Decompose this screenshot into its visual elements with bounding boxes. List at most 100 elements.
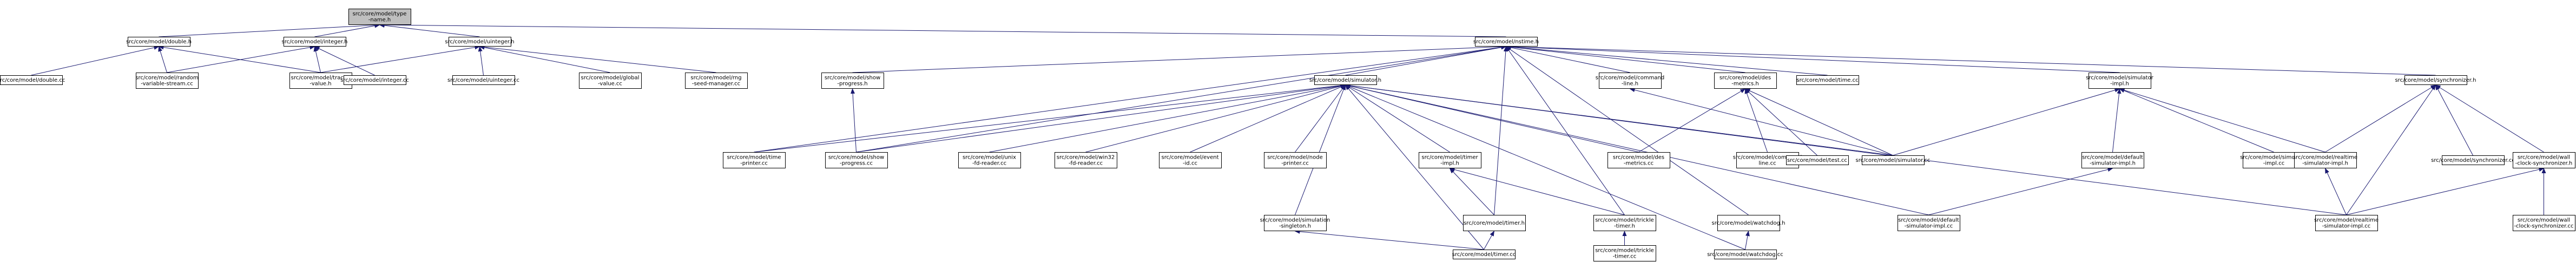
node-label: src/core/model/win32 (1057, 155, 1115, 161)
node-double-h[interactable]: src/core/model/double.h (126, 37, 192, 47)
edge-double-cc-to-double-h (31, 45, 160, 76)
node-timer-impl-h[interactable]: src/core/model/timer-impl.h (1419, 152, 1481, 168)
node-traced-value-h[interactable]: src/core/model/traced-value.h (289, 73, 352, 89)
node-label: -impl.h (2110, 81, 2129, 87)
node-test-cc[interactable]: src/core/model/test.cc (1786, 155, 1849, 165)
node-random-variable-stream-cc[interactable]: src/core/model/random-variable-stream.cc (135, 73, 199, 89)
node-uinteger-cc[interactable]: src/core/model/uinteger.cc (447, 75, 519, 85)
node-integer-h[interactable]: src/core/model/integer.h (282, 37, 348, 47)
node-time-cc[interactable]: src/core/model/time.cc (1796, 75, 1859, 85)
node-uinteger-h[interactable]: src/core/model/uinteger.h (445, 37, 515, 47)
node-label: src/core/model/integer.cc (340, 77, 409, 83)
node-simulator-cc[interactable]: src/core/model/simulator.cc (1856, 155, 1931, 165)
edge-simulator-cc-to-command-line-h (1629, 88, 1893, 156)
edge-time-printer-cc-to-nstime-h (754, 45, 1507, 153)
node-box (1055, 152, 1117, 168)
edge-rng-seed-manager-cc-to-uinteger-h (479, 45, 716, 73)
node-box (825, 152, 888, 168)
node-node-printer-cc[interactable]: src/core/model/node-printer.cc (1264, 152, 1327, 168)
node-box (348, 9, 411, 25)
node-default-simulator-impl-h[interactable]: src/core/model/default-simulator-impl.h (2081, 152, 2144, 168)
node-wall-clock-synchronizer-h[interactable]: src/core/model/wall-clock-synchronizer.h (2513, 152, 2575, 168)
node-timer-cc[interactable]: src/core/model/timer.cc (1452, 250, 1516, 259)
node-box (2513, 215, 2575, 231)
node-label: src/core/model/type (353, 11, 407, 17)
node-label: src/core/model/simulator.h (1309, 77, 1381, 83)
node-global-value-cc[interactable]: src/core/model/global-value.cc (579, 73, 642, 89)
node-wall-clock-synchronizer-cc[interactable]: src/core/model/wall-clock-synchronizer.c… (2513, 215, 2575, 231)
node-des-metrics-h[interactable]: src/core/model/des-metrics.h (1714, 73, 1777, 89)
node-box (1607, 152, 1670, 168)
edge-trickle-timer-h-to-timer-impl-h (1449, 167, 1625, 215)
edge-nstime-h-to-type-name-h (379, 23, 1506, 37)
node-synchronizer-cc[interactable]: src/core/model/synchronizer.cc (2431, 155, 2515, 165)
edge-traced-value-h-to-uinteger-h (320, 45, 480, 73)
node-label: src/core/model/integer.h (282, 39, 348, 45)
node-realtime-simulator-impl-h[interactable]: src/core/model/realtime-simulator-impl.h (2293, 152, 2357, 168)
edge-synchronizer-h-to-nstime-h (1505, 44, 2436, 76)
edge-simulator-h-to-nstime-h (1345, 45, 1507, 76)
node-trickle-timer-cc[interactable]: src/core/model/trickle-timer.cc (1593, 245, 1656, 261)
node-label: -seed-manager.cc (692, 81, 740, 87)
edge-simulation-singleton-h-to-simulator-h (1295, 84, 1346, 215)
node-type-name-h[interactable]: src/core/model/type-name.h (348, 9, 411, 25)
edge-test-cc-to-des-metrics-h (1744, 88, 1817, 156)
node-box (452, 75, 515, 85)
edge-watchdog-cc-to-watchdog-h (1745, 231, 1750, 250)
node-label: src/core/model/default (2082, 155, 2143, 161)
node-label: -progress.h (837, 81, 867, 87)
node-realtime-simulator-impl-cc[interactable]: src/core/model/realtime-simulator-impl.c… (2314, 215, 2379, 231)
edge-synchronizer-cc-to-synchronizer-h (2435, 84, 2473, 156)
node-label: src/core/model/watchdog.cc (1707, 252, 1783, 258)
node-timer-h[interactable]: src/core/model/timer.h (1463, 215, 1526, 231)
edge-random-variable-stream-cc-to-double-h (158, 46, 167, 73)
node-label: src/core/model/simulation (1260, 218, 1330, 224)
node-show-progress-h[interactable]: src/core/model/show-progress.h (821, 73, 884, 89)
node-simulator-impl-h[interactable]: src/core/model/simulator-impl.h (2086, 73, 2154, 89)
node-box (128, 37, 190, 47)
node-simulation-singleton-h[interactable]: src/core/model/simulation-singleton.h (1260, 215, 1330, 231)
node-label: src/core/model/show (828, 155, 884, 161)
node-command-line-h[interactable]: src/core/model/command-line.h (1596, 73, 1664, 89)
edge-traced-value-h-to-integer-h (313, 46, 321, 73)
node-label: -singleton.h (1279, 224, 1311, 230)
node-label: src/core/model/timer.cc (1452, 252, 1516, 258)
node-synchronizer-h[interactable]: src/core/model/synchronizer.h (2395, 75, 2476, 85)
node-time-printer-cc[interactable]: src/core/model/time-printer.cc (723, 152, 786, 168)
node-nstime-h[interactable]: src/core/model/nstime.h (1473, 37, 1539, 47)
node-show-progress-cc[interactable]: src/core/model/show-progress.cc (825, 152, 888, 168)
node-box (1453, 250, 1516, 259)
node-label: -name.h (368, 17, 391, 23)
node-label: -id.cc (1183, 161, 1197, 167)
edge-uinteger-cc-to-uinteger-h (478, 46, 484, 76)
node-watchdog-cc[interactable]: src/core/model/watchdog.cc (1707, 250, 1783, 259)
node-win32-fd-reader-cc[interactable]: src/core/model/win32-fd-reader.cc (1055, 152, 1117, 168)
node-label: src/core/model/timer (1421, 155, 1478, 161)
node-integer-cc[interactable]: src/core/model/integer.cc (340, 75, 409, 85)
node-label: -fd-reader.cc (1069, 161, 1103, 167)
node-label: -timer.h (1614, 224, 1635, 230)
edge-timer-h-to-timer-impl-h (1449, 168, 1494, 215)
node-box (685, 73, 748, 89)
node-label: src/core/model/node (1267, 155, 1322, 161)
node-trickle-timer-h[interactable]: src/core/model/trickle-timer.h (1593, 215, 1656, 231)
edge-integer-h-to-type-name-h (314, 23, 380, 37)
node-label: -metrics.h (1731, 81, 1759, 87)
node-des-metrics-cc[interactable]: src/core/model/des-metrics.cc (1607, 152, 1670, 168)
node-rng-seed-manager-cc[interactable]: src/core/model/rng-seed-manager.cc (685, 73, 748, 89)
node-label: -impl.h (1440, 161, 1459, 167)
node-simulator-h[interactable]: src/core/model/simulator.h (1309, 75, 1381, 85)
node-label: src/core/model/des (1719, 75, 1771, 81)
node-box (958, 152, 1021, 168)
node-unix-fd-reader-cc[interactable]: src/core/model/unix-fd-reader.cc (958, 152, 1021, 168)
edge-default-simulator-impl-cc-to-default-simulator-impl-h (1928, 167, 2113, 215)
node-event-id-cc[interactable]: src/core/model/event-id.cc (1159, 152, 1222, 168)
node-watchdog-h[interactable]: src/core/model/watchdog.h (1712, 215, 1786, 231)
edge-layer (31, 23, 2546, 250)
node-double-cc[interactable]: src/core/model/double.cc (0, 75, 65, 85)
node-box (0, 75, 63, 85)
node-default-simulator-impl-cc[interactable]: src/core/model/default-simulator-impl.cc (1898, 215, 1960, 231)
node-label: src/core/model/watchdog.h (1712, 220, 1786, 226)
node-box (1898, 215, 1960, 231)
edge-realtime-simulator-impl-cc-to-realtime-simulator-impl-h (2325, 168, 2347, 215)
